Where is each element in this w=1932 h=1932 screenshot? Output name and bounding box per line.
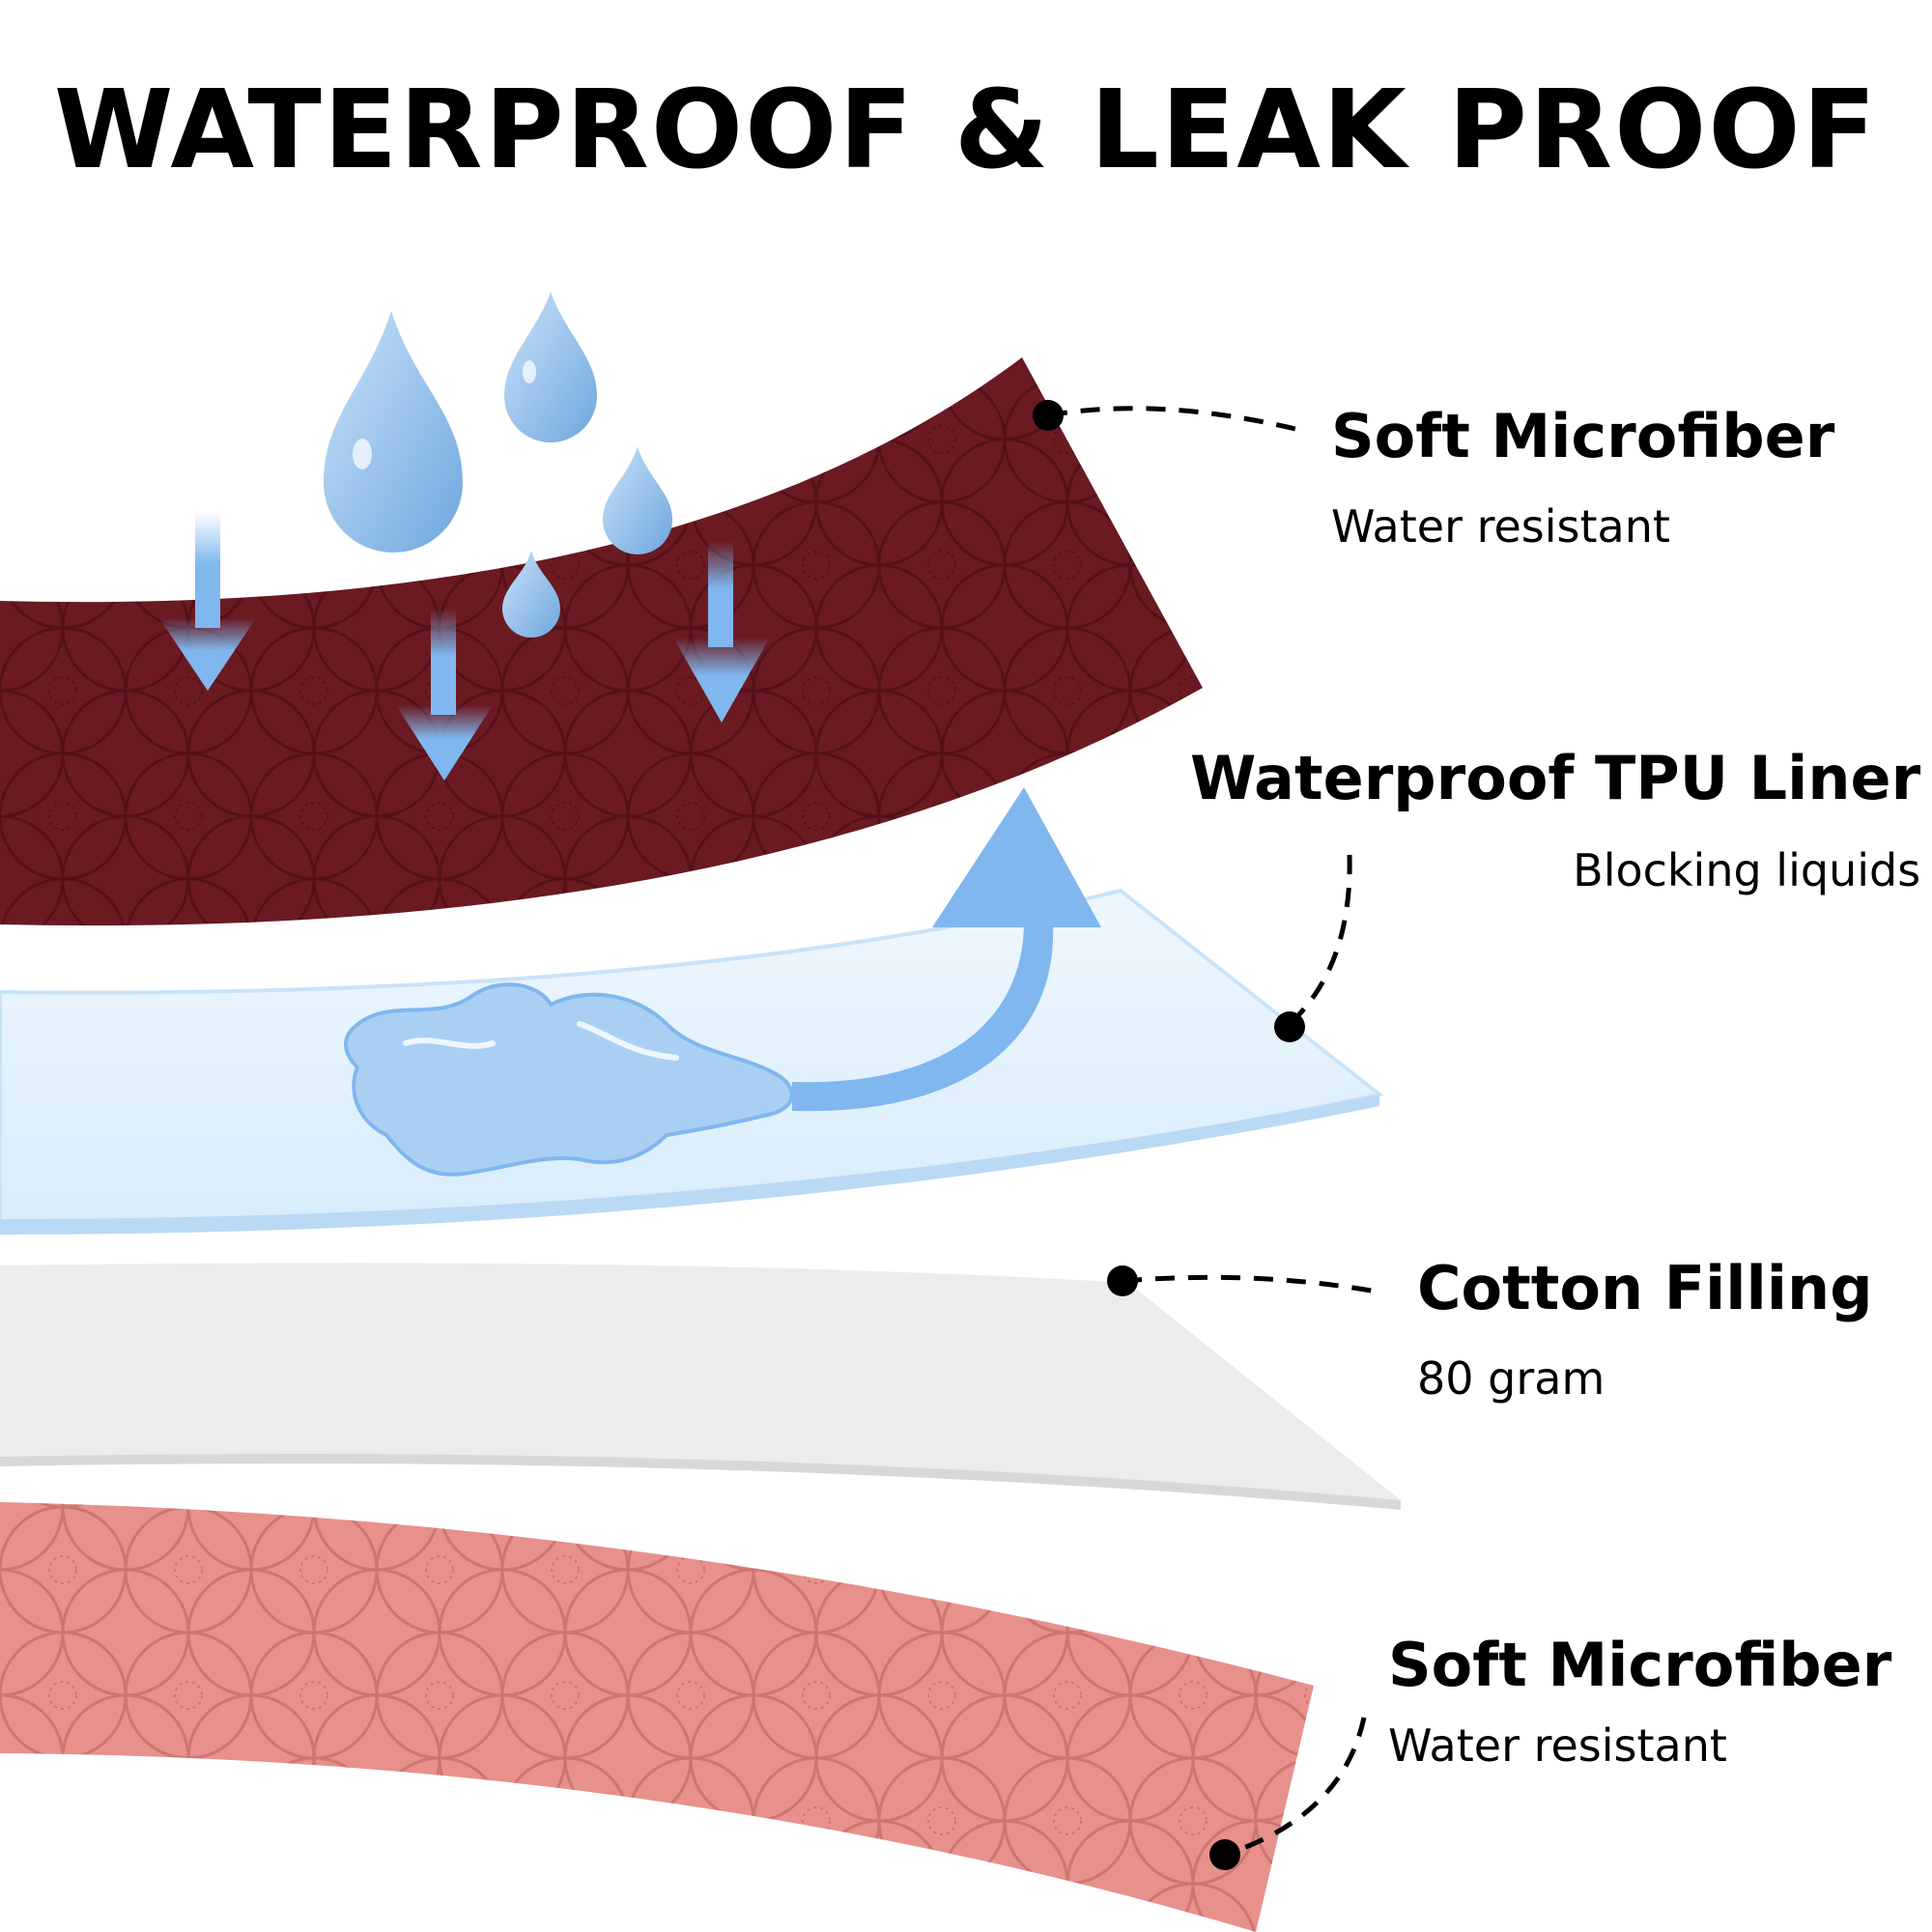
water-drop-icon xyxy=(504,292,597,442)
label-cotton-filling: Cotton Filling 80 gram xyxy=(1417,1253,1873,1406)
down-arrow-icon xyxy=(159,512,256,691)
layer-top-microfiber xyxy=(0,357,1203,926)
callout-bottom xyxy=(1224,1717,1367,1858)
callout-cotton xyxy=(1122,1274,1378,1294)
layer-desc: Blocking liquids xyxy=(1573,844,1921,897)
layer-desc: Water resistant xyxy=(1388,1719,1727,1773)
down-arrow-icon xyxy=(396,609,493,781)
page-title: WATERPROOF & LEAK PROOF xyxy=(53,68,1879,193)
water-drop-icon xyxy=(324,311,463,553)
label-tpu-liner: Waterproof TPU Liner Blocking liquids xyxy=(1190,743,1921,897)
layer-name: Soft Microfiber xyxy=(1388,1630,1892,1700)
layer-cotton-filling xyxy=(0,1263,1401,1500)
label-top-microfiber: Soft Microfiber Water resistant xyxy=(1331,401,1835,554)
layer-desc: 80 gram xyxy=(1417,1352,1605,1406)
down-arrow-icon xyxy=(673,541,770,723)
layer-desc: Water resistant xyxy=(1331,500,1670,554)
water-drop-icon xyxy=(502,551,560,638)
up-arrow-icon xyxy=(792,923,1054,1112)
layer-name: Waterproof TPU Liner xyxy=(1190,743,1921,813)
callout-tpu xyxy=(1288,854,1352,1026)
callout-top xyxy=(1047,406,1300,433)
water-drop-icon xyxy=(603,446,672,554)
splash-icon xyxy=(344,982,794,1177)
layer-name: Soft Microfiber xyxy=(1331,401,1835,471)
label-bottom-microfiber: Soft Microfiber Water resistant xyxy=(1388,1630,1892,1773)
layer-name: Cotton Filling xyxy=(1417,1253,1873,1323)
